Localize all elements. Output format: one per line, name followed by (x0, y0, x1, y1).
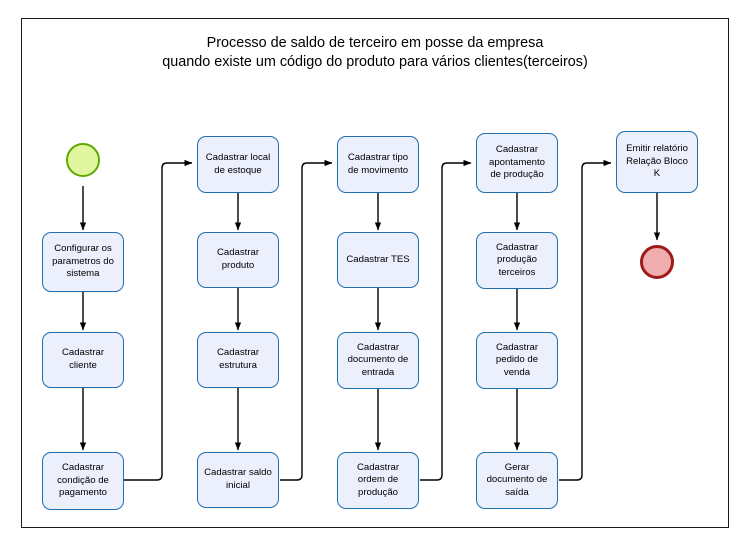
node-cadastrar-ordem-producao[interactable]: Cadastrar ordem de produção (337, 452, 419, 509)
node-configurar-parametros[interactable]: Configurar os parametros do sistema (42, 232, 124, 292)
node-cadastrar-produto[interactable]: Cadastrar produto (197, 232, 279, 288)
node-cadastrar-tes[interactable]: Cadastrar TES (337, 232, 419, 288)
node-cadastrar-saldo-inicial[interactable]: Cadastrar saldo inicial (197, 452, 279, 508)
node-cadastrar-cliente[interactable]: Cadastrar cliente (42, 332, 124, 388)
node-cadastrar-condicao-pagamento[interactable]: Cadastrar condição de pagamento (42, 452, 124, 510)
node-cadastrar-documento-entrada[interactable]: Cadastrar documento de entrada (337, 332, 419, 389)
node-cadastrar-local-estoque[interactable]: Cadastrar local de estoque (197, 136, 279, 193)
node-cadastrar-pedido-venda[interactable]: Cadastrar pedido de venda (476, 332, 558, 389)
diagram-title: Processo de saldo de terceiro em posse d… (162, 35, 588, 70)
node-cadastrar-producao-terceiros[interactable]: Cadastrar produção terceiros (476, 232, 558, 289)
node-cadastrar-estrutura[interactable]: Cadastrar estrutura (197, 332, 279, 388)
node-cadastrar-tipo-movimento[interactable]: Cadastrar tipo de movimento (337, 136, 419, 193)
node-emitir-relatorio-bloco-k[interactable]: Emitir relatório Relação Bloco K (616, 131, 698, 193)
node-gerar-documento-saida[interactable]: Gerar documento de saída (476, 452, 558, 509)
node-cadastrar-apontamento-producao[interactable]: Cadastrar apontamento de produção (476, 133, 558, 193)
start-terminator[interactable] (66, 143, 100, 177)
end-terminator[interactable] (640, 245, 674, 279)
